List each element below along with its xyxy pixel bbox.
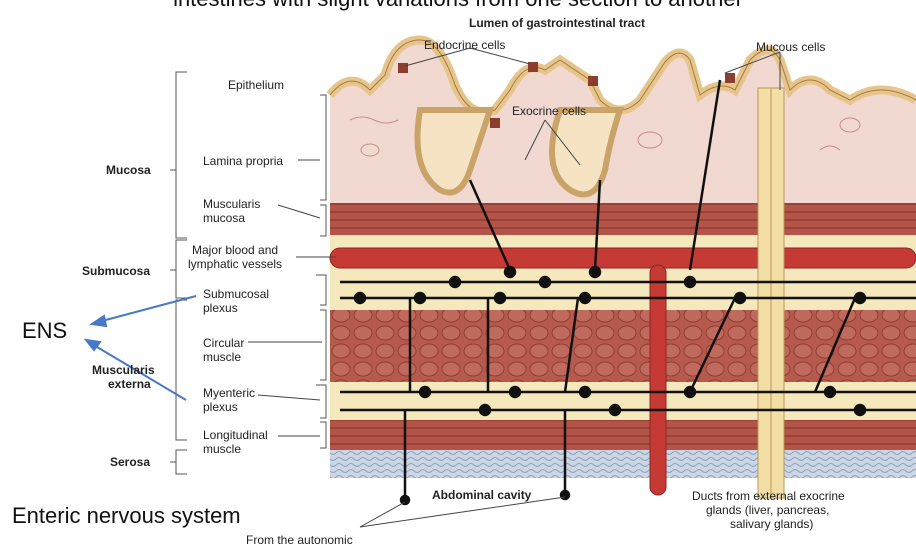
layer-brackets: [170, 71, 327, 475]
myenteric-plexus-label-1: Myenteric: [203, 386, 256, 400]
muscularis-externa-label-1: Muscularis: [92, 363, 155, 377]
circular-muscle-label-2: muscle: [203, 350, 242, 364]
muscularis-mucosa-label-1: Muscularis: [203, 197, 261, 211]
ens-arrows: [83, 295, 197, 401]
muscularis-mucosa-label-2: mucosa: [203, 211, 246, 225]
vessels-label-2: lymphatic vessels: [188, 257, 283, 271]
abdominal-cavity-label: Abdominal cavity: [432, 488, 532, 502]
enteric-nervous-system-annotation: Enteric nervous system: [12, 503, 241, 528]
longitudinal-muscle-layer: [330, 420, 916, 450]
muscularis-mucosa-layer: [330, 203, 916, 235]
lumen-label: Lumen of gastrointestinal tract: [469, 16, 646, 30]
ducts-label-1: Ducts from external exocrine: [692, 489, 845, 503]
blood-vessel: [329, 247, 916, 269]
circular-muscle-label-1: Circular: [203, 336, 245, 350]
submucosal-plexus-label-2: plexus: [203, 301, 238, 315]
endocrine-label: Endocrine cells: [424, 38, 506, 52]
longitudinal-muscle-label-2: muscle: [203, 442, 242, 456]
lamina-propria-label: Lamina propria: [203, 154, 284, 168]
longitudinal-muscle-label-1: Longitudinal: [203, 428, 268, 442]
epithelium-label: Epithelium: [228, 78, 285, 92]
vertical-vessel: [649, 264, 667, 496]
vessels-label-1: Major blood and: [192, 243, 279, 257]
exocrine-label: Exocrine cells: [512, 104, 587, 118]
circular-muscle-layer: [330, 310, 916, 382]
submucosal-plexus-label-1: Submucosal: [203, 287, 270, 301]
serosa-layer: [330, 450, 916, 478]
nerve-network: [340, 79, 916, 506]
mucosa-layer: [326, 35, 916, 205]
ducts-label-3: salivary glands): [730, 517, 814, 531]
ens-annotation: ENS: [22, 318, 68, 343]
mucous-label: Mucous cells: [756, 40, 826, 54]
leader-lines: [248, 47, 781, 528]
mucosa-label: Mucosa: [106, 163, 151, 177]
ducts-label-2: glands (liver, pancreas,: [706, 503, 830, 517]
autonomic-label: From the autonomic: [246, 533, 353, 547]
page-title: intestines with slight variations from o…: [0, 0, 916, 12]
submucosa-label: Submucosa: [82, 264, 151, 278]
serosa-label: Serosa: [110, 455, 151, 469]
myenteric-plexus-label-2: plexus: [203, 400, 238, 414]
muscularis-externa-label-2: externa: [108, 377, 151, 391]
